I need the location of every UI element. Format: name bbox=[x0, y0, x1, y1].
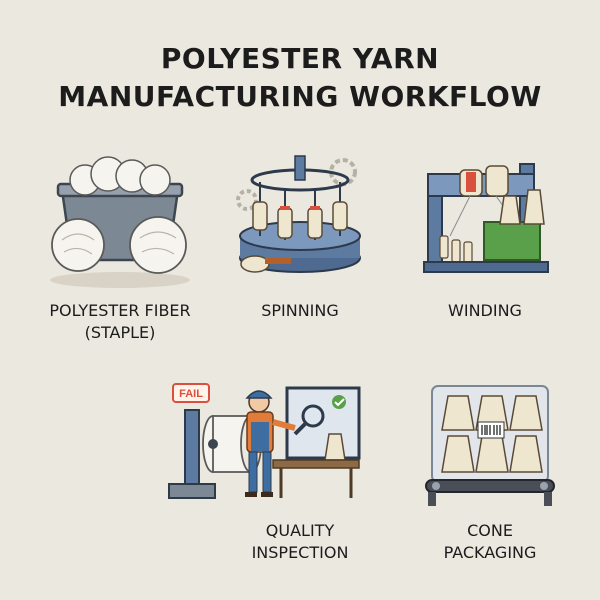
label-line: PACKAGING bbox=[443, 543, 537, 562]
winding-machine-icon bbox=[423, 163, 549, 273]
label-line: (STAPLE) bbox=[84, 323, 156, 342]
step-quality-label: QUALITY INSPECTION bbox=[205, 520, 395, 564]
step-packaging-label: CONE PACKAGING bbox=[395, 520, 585, 564]
title-line-2: MANUFACTURING WORKFLOW bbox=[58, 80, 542, 113]
label-line: POLYESTER FIBER bbox=[49, 301, 191, 320]
label-line: CONE bbox=[467, 521, 513, 540]
label-line: SPINNING bbox=[261, 301, 339, 320]
step-fiber-label: POLYESTER FIBER (STAPLE) bbox=[25, 300, 215, 344]
step-quality: FAIL QUALITY INSPECTION bbox=[155, 380, 365, 562]
step-winding-label: WINDING bbox=[390, 300, 580, 322]
packaged-cones-icon bbox=[425, 385, 555, 506]
step-packaging: CONE PACKAGING bbox=[420, 380, 560, 562]
fail-badge-text: FAIL bbox=[179, 388, 203, 400]
inspector-icon: FAIL bbox=[168, 383, 361, 499]
step-winding: WINDING bbox=[420, 150, 560, 320]
step-spinning: SPINNING bbox=[225, 150, 375, 320]
fiber-bin-icon bbox=[50, 156, 190, 288]
spinning-frame-icon bbox=[236, 155, 361, 273]
label-line: WINDING bbox=[448, 301, 522, 320]
step-spinning-label: SPINNING bbox=[205, 300, 395, 322]
label-line: QUALITY bbox=[265, 521, 335, 540]
label-line: INSPECTION bbox=[251, 543, 349, 562]
step-fiber: POLYESTER FIBER (STAPLE) bbox=[40, 150, 200, 342]
title-line-1: POLYESTER YARN bbox=[160, 42, 440, 75]
page-title: POLYESTER YARN MANUFACTURING WORKFLOW bbox=[0, 40, 600, 116]
